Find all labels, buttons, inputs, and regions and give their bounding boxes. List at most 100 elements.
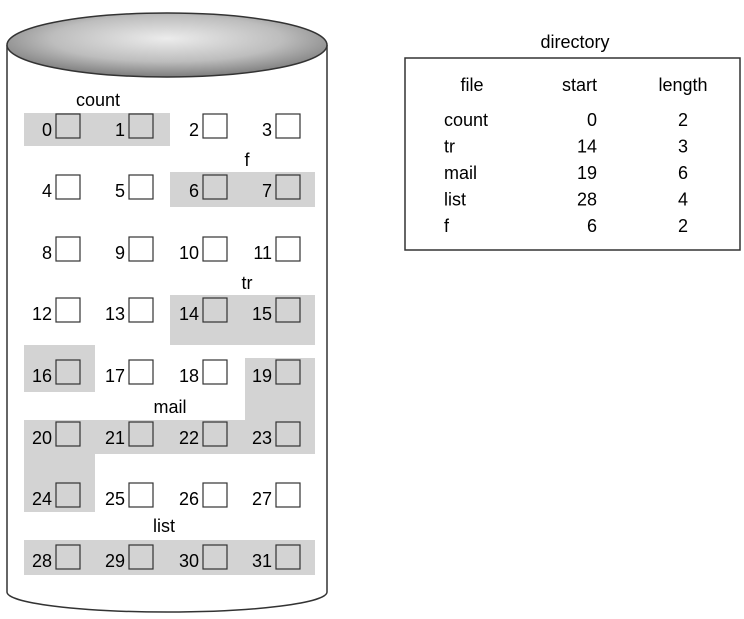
block-number: 10	[179, 243, 199, 263]
directory-cell: 6	[678, 163, 688, 183]
block-number: 24	[32, 489, 52, 509]
directory-row: mail 19 6	[444, 163, 688, 183]
block-box	[275, 359, 301, 385]
block-box	[275, 421, 301, 447]
block-box	[55, 482, 81, 508]
block-number: 12	[32, 304, 52, 324]
block-box	[275, 544, 301, 570]
directory-frame	[404, 57, 741, 251]
region-mail	[24, 358, 315, 512]
disk-block: 14	[179, 297, 228, 324]
directory-header: file	[460, 75, 483, 95]
disk-block: 29	[105, 544, 154, 571]
disk-block: 1	[115, 113, 154, 140]
disk-block: 30	[179, 544, 228, 571]
file-label-mail: mail	[153, 397, 186, 417]
block-number: 29	[105, 551, 125, 571]
disk-block: 17	[105, 359, 154, 386]
directory-cell: 3	[678, 137, 688, 157]
file-label-count: count	[76, 90, 120, 110]
block-box	[128, 359, 154, 385]
block-number: 8	[42, 243, 52, 263]
directory-table: file start length count 0 2 tr 14 3 mail 19 6 list 28…	[444, 75, 708, 236]
block-box	[55, 174, 81, 200]
directory-cell: tr	[444, 137, 455, 157]
block-number: 13	[105, 304, 125, 324]
disk-block: 15	[252, 297, 301, 324]
disk-block: 4	[42, 174, 81, 201]
directory-row: count 0 2	[444, 110, 688, 130]
disk-block: 5	[115, 174, 154, 201]
block-box	[128, 174, 154, 200]
block-number: 30	[179, 551, 199, 571]
disk-block: 12	[32, 297, 81, 324]
directory-cell: 28	[577, 190, 597, 210]
disk-block: 13	[105, 297, 154, 324]
block-number: 17	[105, 366, 125, 386]
block-number: 18	[179, 366, 199, 386]
block-box	[202, 236, 228, 262]
directory-header: length	[658, 75, 707, 95]
block-number: 15	[252, 304, 272, 324]
disk-block: 31	[252, 544, 301, 571]
block-box	[128, 113, 154, 139]
block-box	[275, 113, 301, 139]
file-labels: count f tr mail list	[76, 90, 253, 536]
block-number: 27	[252, 489, 272, 509]
disk-block: 0	[42, 113, 81, 140]
block-number: 25	[105, 489, 125, 509]
disk-block: 7	[262, 174, 301, 201]
block-box	[128, 297, 154, 323]
directory-cell: 19	[577, 163, 597, 183]
directory-cell: 2	[678, 110, 688, 130]
disk-block: 20	[32, 421, 81, 448]
block-box	[202, 421, 228, 447]
block-number: 31	[252, 551, 272, 571]
block-box	[128, 544, 154, 570]
directory-cell: 4	[678, 190, 688, 210]
directory-cell: 6	[587, 216, 597, 236]
disk-block: 6	[189, 174, 228, 201]
directory-cell: mail	[444, 163, 477, 183]
disk-block: 21	[105, 421, 154, 448]
directory-cell: count	[444, 110, 488, 130]
block-number: 1	[115, 120, 125, 140]
directory-row: list 28 4	[444, 190, 688, 210]
disk-block: 23	[252, 421, 301, 448]
directory-cell: 14	[577, 137, 597, 157]
block-number: 14	[179, 304, 199, 324]
disk-block: 27	[252, 482, 301, 509]
block-box	[275, 482, 301, 508]
block-box	[55, 544, 81, 570]
block-box	[128, 421, 154, 447]
block-number: 6	[189, 181, 199, 201]
disk-block: 10	[179, 236, 228, 263]
block-box	[128, 236, 154, 262]
directory-row: tr 14 3	[444, 137, 688, 157]
block-number: 0	[42, 120, 52, 140]
disk-block: 26	[179, 482, 228, 509]
disk-block: 19	[252, 359, 301, 386]
block-box	[275, 174, 301, 200]
block-box	[55, 236, 81, 262]
block-box	[55, 297, 81, 323]
directory-cell: 0	[587, 110, 597, 130]
block-box	[55, 421, 81, 447]
file-label-list: list	[153, 516, 175, 536]
block-box	[202, 174, 228, 200]
block-box	[55, 359, 81, 385]
block-number: 11	[253, 243, 272, 263]
disk-block: 2	[189, 113, 228, 140]
directory-cell: list	[444, 190, 466, 210]
disk-block: 8	[42, 236, 81, 263]
file-label-tr: tr	[242, 273, 253, 293]
block-number: 26	[179, 489, 199, 509]
disk-block: 28	[32, 544, 81, 571]
directory-cell: f	[444, 216, 450, 236]
disk-block: 3	[262, 113, 301, 140]
block-number: 16	[32, 366, 52, 386]
block-box	[275, 297, 301, 323]
directory-header: start	[562, 75, 597, 95]
